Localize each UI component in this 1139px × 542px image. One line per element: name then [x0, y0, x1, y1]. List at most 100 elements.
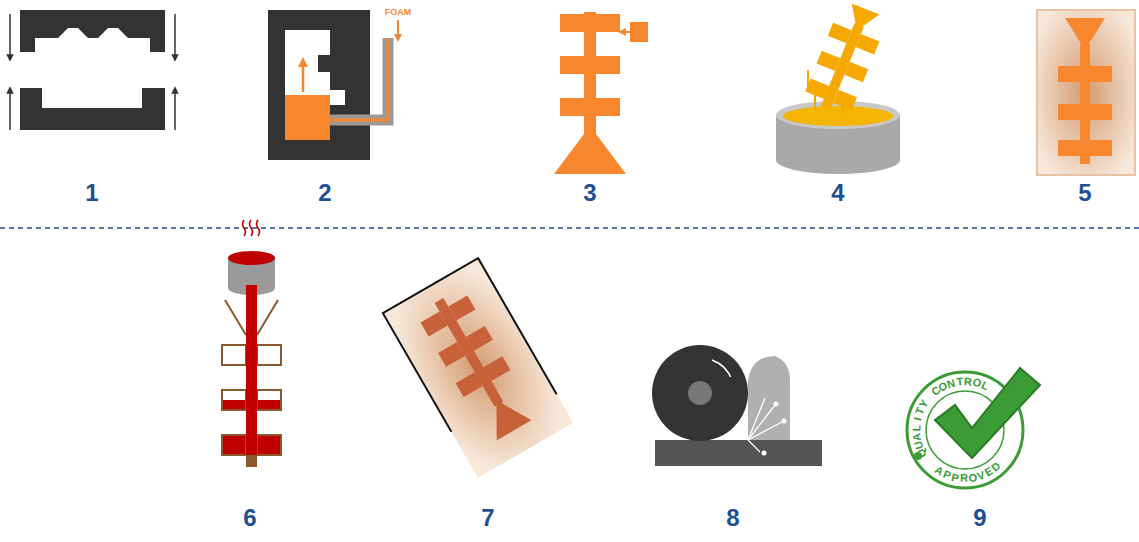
shakeout-icon-part-part — [466, 326, 493, 351]
step-number: 5 — [1078, 179, 1091, 207]
metal-pouring-icon-part-part — [246, 285, 257, 463]
shakeout-icon-part — [383, 258, 557, 449]
grinding-icon-part — [762, 402, 787, 456]
pattern-tree-icon-part — [584, 12, 596, 134]
quality-stamp-icon-part — [935, 368, 1040, 458]
coating-dip-icon-part-part — [814, 95, 816, 110]
coating-dip-icon-part-part — [807, 70, 809, 92]
coating-dip-icon-part — [802, 0, 888, 118]
grinding-icon — [652, 345, 822, 466]
step-number: 7 — [481, 504, 494, 532]
metal-pouring-icon-part-part — [257, 435, 281, 455]
shakeout-icon — [383, 258, 573, 478]
coating-dip-icon-part-part — [833, 90, 857, 110]
pattern-tree-icon-part — [560, 56, 584, 74]
metal-pouring-icon-part-part — [257, 300, 278, 335]
step-number: 9 — [973, 504, 986, 532]
coating-dip-icon — [776, 0, 900, 174]
grinding-icon-part — [748, 398, 782, 452]
pattern-tree-icon-part — [622, 31, 630, 33]
coating-dip-icon-part-part — [817, 51, 841, 71]
pattern-tree-icon-part — [560, 98, 584, 116]
shakeout-icon-part-part — [438, 342, 465, 367]
metal-pouring-icon-part-part — [257, 345, 281, 365]
quality-stamp-icon — [907, 368, 1040, 488]
pattern-tree-icon-part — [630, 22, 648, 42]
shakeout-icon-part — [383, 258, 573, 478]
coating-dip-icon-part — [783, 106, 893, 126]
metal-pouring-icon-part-part — [223, 436, 245, 454]
grinding-icon-part — [688, 381, 712, 405]
metal-pouring-icon-part — [223, 285, 280, 467]
mold-halves-icon-part — [174, 14, 176, 58]
mold-halves-icon-part — [9, 14, 11, 58]
material-label: FOAM — [385, 7, 412, 17]
metal-pouring-icon-part-part — [257, 390, 281, 410]
metal-pouring-icon-part — [228, 251, 275, 265]
pattern-tree-icon-part — [596, 56, 620, 74]
metal-pouring-icon-part-part — [246, 455, 257, 467]
grinding-icon-part — [712, 360, 732, 380]
stamp-letter: I — [912, 417, 923, 422]
coating-dip-icon-part-part — [856, 34, 880, 54]
grinding-icon-part — [652, 345, 748, 441]
sand-flask-icon-part — [1037, 10, 1135, 175]
grinding-icon-part — [655, 440, 822, 466]
shakeout-icon-part-part — [421, 312, 448, 337]
stamp-letter: P — [951, 471, 960, 483]
stamp-letter: T — [956, 376, 964, 388]
pattern-tree-icon — [554, 12, 648, 174]
grinding-icon-part — [748, 356, 790, 440]
shakeout-icon-part — [416, 287, 538, 444]
grinding-icon-part-part — [748, 422, 782, 440]
mold-halves-icon-part — [174, 90, 176, 130]
sand-flask-icon-part-part — [1080, 44, 1090, 164]
pattern-tree-icon-part — [560, 14, 584, 32]
coating-dip-icon-part-part — [828, 23, 852, 43]
step-number: 6 — [243, 504, 256, 532]
pattern-tree-icon-part — [596, 98, 620, 116]
step-number: 1 — [85, 179, 98, 207]
stamp-letter: L — [911, 424, 922, 431]
foam-injection-icon-part — [397, 20, 399, 38]
coating-dip-icon-part-part — [842, 104, 844, 114]
foam-injection-icon — [268, 10, 398, 160]
metal-pouring-icon-part-part — [225, 300, 246, 335]
sand-flask-icon-part-part — [1058, 66, 1080, 82]
coating-dip-icon-part-part — [825, 100, 827, 112]
foam-injection-icon-part — [330, 38, 388, 120]
sand-flask-icon-part — [1058, 18, 1112, 164]
foam-injection-icon-part — [268, 10, 370, 160]
mold-halves-icon — [10, 10, 175, 130]
grinding-icon-part-part — [762, 451, 767, 456]
foam-injection-icon-part — [285, 95, 330, 140]
shakeout-icon-part-part — [456, 372, 483, 397]
sand-flask-icon — [1037, 10, 1135, 175]
metal-pouring-icon-part-part — [223, 400, 245, 409]
sand-flask-icon-part-part — [1090, 66, 1112, 82]
metal-pouring-icon-part-part — [222, 435, 246, 455]
stamp-letter: R — [960, 473, 968, 484]
shakeout-icon-part-part — [483, 356, 510, 381]
coating-dip-icon-part-part — [844, 62, 868, 82]
pattern-tree-icon-part — [554, 126, 626, 174]
sand-flask-icon-part-part — [1058, 104, 1080, 120]
metal-pouring-icon-part-part — [222, 345, 246, 365]
foam-injection-icon-part — [302, 62, 305, 92]
grinding-icon-part-part — [748, 405, 775, 440]
grinding-icon-part-part — [782, 419, 787, 424]
mold-halves-icon-part — [9, 90, 11, 130]
mold-halves-icon-part — [20, 88, 165, 130]
sand-flask-icon-part-part — [1058, 140, 1080, 156]
coating-dip-icon-part — [776, 101, 900, 129]
metal-pouring-icon-part — [243, 220, 260, 236]
shakeout-icon-part-part — [448, 296, 475, 321]
foam-injection-icon-part — [330, 38, 388, 120]
grinding-icon-part-part — [748, 440, 760, 452]
shakeout-icon-part-part — [479, 390, 531, 440]
step-number: 3 — [583, 179, 596, 207]
sand-flask-icon-part-part — [1090, 104, 1112, 120]
grinding-icon-part-part — [748, 398, 765, 440]
